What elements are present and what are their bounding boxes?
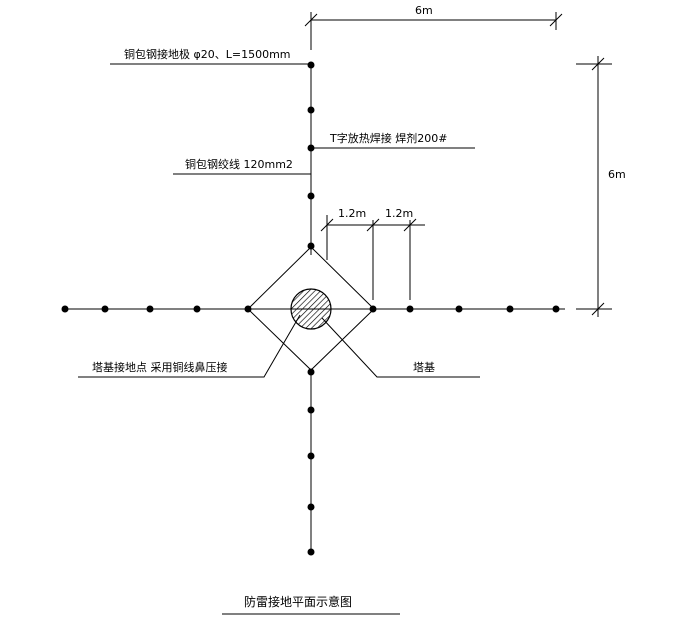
diagram-title: 防雷接地平面示意图 <box>244 594 352 609</box>
electrode-dot <box>455 305 463 313</box>
electrode-dot <box>307 192 315 200</box>
electrode-dot <box>193 305 201 313</box>
electrode-dot <box>61 305 69 313</box>
spacing-label-a: 1.2m <box>338 207 366 220</box>
electrode-dot <box>244 305 252 313</box>
label-ground-point: 塔基接地点 采用铜线鼻压接 <box>92 360 228 374</box>
electrode-dot <box>307 368 315 376</box>
electrode-dot <box>146 305 154 313</box>
dimension-top <box>304 12 563 50</box>
electrode-dot <box>307 61 315 69</box>
label-strand: 铜包钢绞线 120mm2 <box>185 157 293 171</box>
dimension-spacing <box>320 215 425 300</box>
electrode-dot <box>307 548 315 556</box>
label-weld: T字放热焊接 焊剂200# <box>329 131 447 145</box>
spacing-label-b: 1.2m <box>385 207 413 220</box>
electrode-dot <box>506 305 514 313</box>
leader-tower-base <box>321 317 480 378</box>
electrode-dot <box>307 452 315 460</box>
leader-ground-point <box>78 314 301 378</box>
electrode-dot <box>307 106 315 114</box>
electrode-dot <box>369 305 377 313</box>
electrode-dot <box>307 406 315 414</box>
label-electrode: 铜包钢接地极 φ20、L=1500mm <box>124 47 291 61</box>
dimension-right-label: 6m <box>608 168 626 181</box>
electrode-dot <box>307 242 315 250</box>
dimension-top-label: 6m <box>415 4 433 17</box>
ground-electrodes <box>61 61 560 556</box>
tower-base-circle <box>290 288 332 330</box>
electrode-dot <box>552 305 560 313</box>
electrode-dot <box>307 503 315 511</box>
label-tower-base: 塔基 <box>413 361 435 374</box>
dimension-right <box>576 56 612 317</box>
electrode-dot <box>406 305 414 313</box>
electrode-dot <box>101 305 109 313</box>
